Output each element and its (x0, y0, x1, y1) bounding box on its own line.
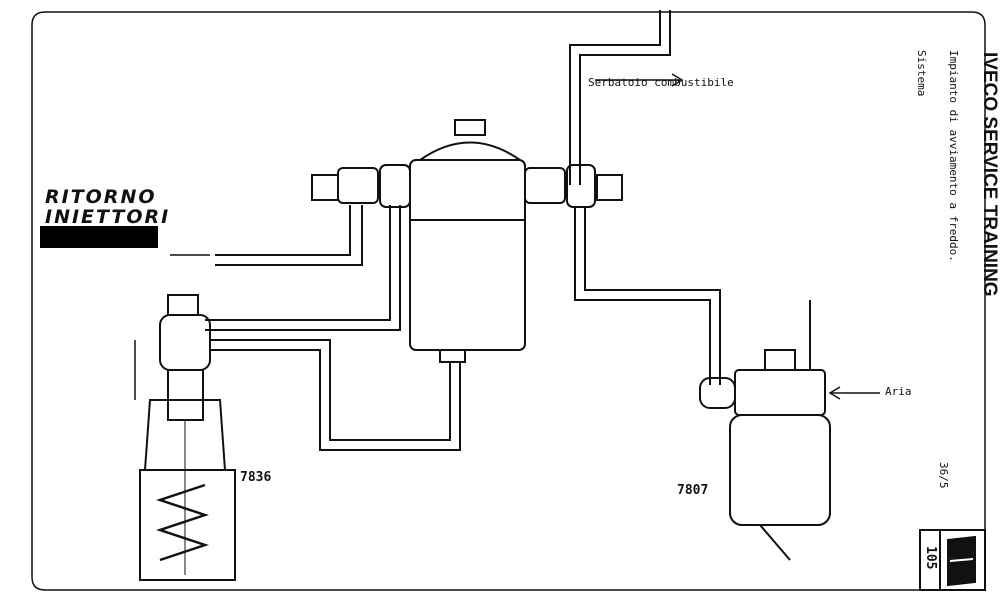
return-label-line1: RITORNO (45, 186, 157, 208)
pump-code: 7807 (677, 483, 709, 498)
title-block (919, 529, 986, 591)
injector-feed-pipe (205, 205, 391, 321)
pump-feed-pipe (574, 207, 711, 385)
sheet-number: 36/5 (937, 462, 950, 489)
return-label-line2: INIETTORI (45, 206, 171, 228)
fuel-filter (409, 119, 526, 363)
filter-inlet-fittings (311, 164, 411, 208)
injector-7836 (134, 294, 236, 581)
tank-pipe (569, 10, 661, 185)
injector-code: 7836 (240, 470, 272, 485)
brand-title: IVECO SERVICE TRAINING (979, 52, 1000, 297)
page-number: 105 (923, 546, 938, 570)
tank-label: Serbatoio combustibile (588, 76, 734, 89)
page-border (31, 11, 986, 591)
subtitle: Impianto di avviamento a freddo. (947, 50, 960, 262)
electric-pump-7807 (699, 300, 880, 561)
section-label: Sistema (915, 50, 928, 97)
filter-drain-pipe (210, 339, 451, 441)
air-label: Aria (885, 385, 912, 398)
return-pipe (215, 205, 351, 256)
redaction-bar (40, 226, 158, 248)
filter-outlet-fittings (524, 164, 623, 208)
